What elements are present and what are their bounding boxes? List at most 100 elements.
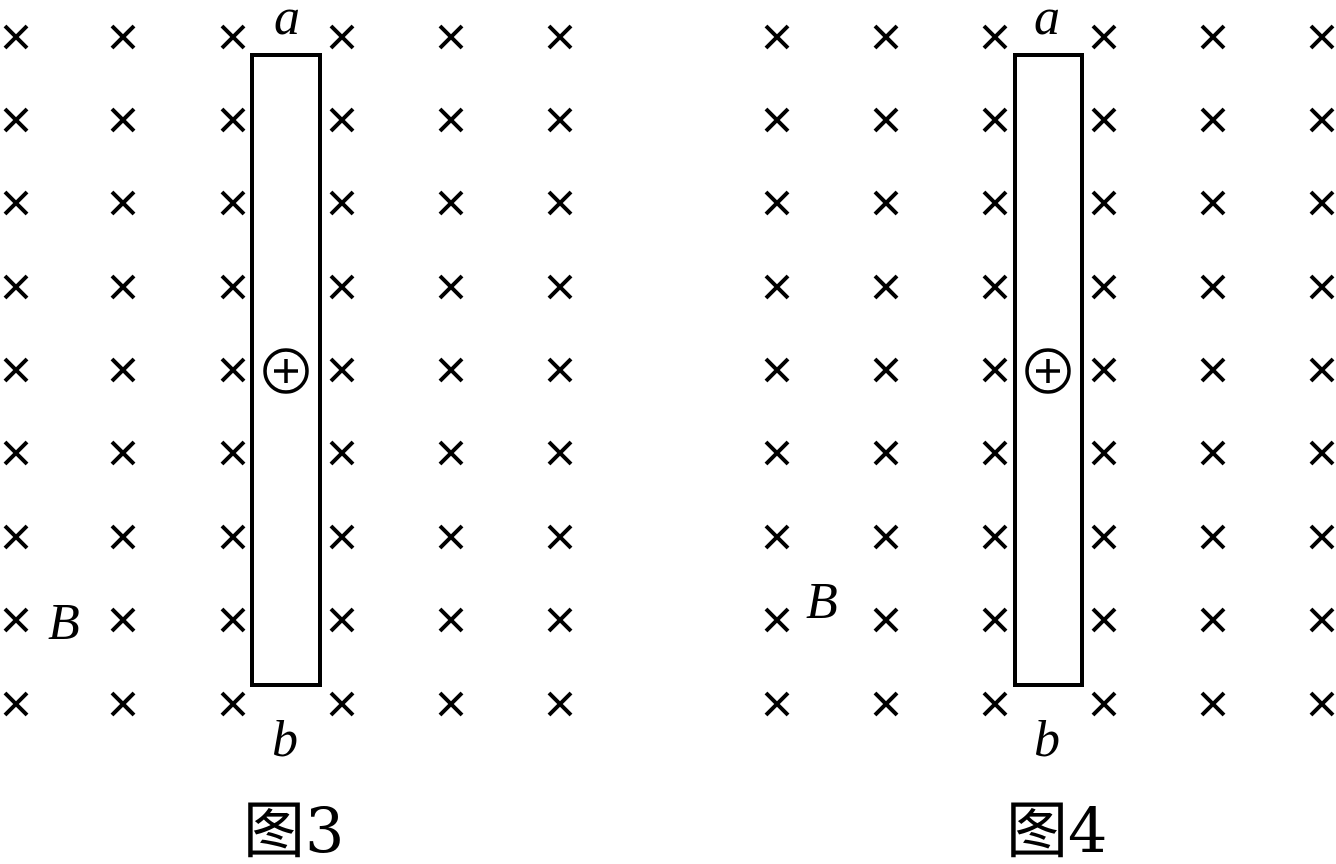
- cross-icon: [1309, 190, 1335, 216]
- label-a: a: [274, 0, 300, 46]
- cross-icon: [220, 190, 246, 216]
- cross-icon: [329, 607, 355, 633]
- cross-icon: [547, 24, 573, 50]
- cross-icon: [1091, 607, 1117, 633]
- cross-icon: [873, 524, 899, 550]
- magnetic-field-grid: [764, 24, 1335, 717]
- cross-icon: [329, 440, 355, 466]
- cross-icon: [220, 524, 246, 550]
- cross-icon: [1091, 440, 1117, 466]
- cross-icon: [110, 24, 136, 50]
- cross-icon: [438, 107, 464, 133]
- cross-icon: [873, 440, 899, 466]
- cross-icon: [220, 107, 246, 133]
- cross-icon: [982, 107, 1008, 133]
- cross-icon: [3, 24, 29, 50]
- label-a: a: [1034, 0, 1060, 46]
- cross-icon: [329, 190, 355, 216]
- cross-icon: [220, 357, 246, 383]
- cross-icon: [547, 190, 573, 216]
- cross-icon: [3, 440, 29, 466]
- label-b: b: [1034, 711, 1060, 768]
- cross-icon: [438, 274, 464, 300]
- cross-icon: [110, 357, 136, 383]
- cross-icon: [873, 691, 899, 717]
- magnetic-field-grid: [3, 24, 573, 717]
- cross-icon: [1309, 524, 1335, 550]
- cross-icon: [1309, 274, 1335, 300]
- cross-icon: [220, 440, 246, 466]
- cross-icon: [1309, 24, 1335, 50]
- cross-icon: [438, 440, 464, 466]
- cross-icon: [547, 691, 573, 717]
- cross-icon: [110, 107, 136, 133]
- cross-icon: [764, 107, 790, 133]
- cross-icon: [329, 24, 355, 50]
- cross-icon: [764, 274, 790, 300]
- cross-icon: [220, 691, 246, 717]
- cross-icon: [764, 607, 790, 633]
- cross-icon: [110, 524, 136, 550]
- cross-icon: [3, 190, 29, 216]
- cross-icon: [3, 607, 29, 633]
- cross-icon: [982, 357, 1008, 383]
- cross-icon: [1200, 24, 1226, 50]
- cross-icon: [329, 691, 355, 717]
- cross-icon: [764, 24, 790, 50]
- cross-icon: [873, 274, 899, 300]
- conducting-bar: [1013, 53, 1084, 687]
- cross-icon: [438, 691, 464, 717]
- cross-icon: [982, 607, 1008, 633]
- cross-icon: [547, 107, 573, 133]
- cross-icon: [1200, 274, 1226, 300]
- cross-icon: [1091, 107, 1117, 133]
- cross-icon: [1309, 357, 1335, 383]
- cross-icon: [764, 357, 790, 383]
- cross-icon: [1091, 24, 1117, 50]
- cross-icon: [982, 440, 1008, 466]
- field-label-B: B: [48, 594, 80, 651]
- cross-icon: [329, 524, 355, 550]
- cross-icon: [547, 357, 573, 383]
- cross-icon: [873, 107, 899, 133]
- positive-charge-icon: [263, 348, 309, 394]
- cross-icon: [982, 274, 1008, 300]
- cross-icon: [873, 190, 899, 216]
- figure-3: a b B 图3: [3, 0, 573, 864]
- cross-icon: [110, 274, 136, 300]
- cross-icon: [547, 607, 573, 633]
- cross-icon: [982, 691, 1008, 717]
- cross-icon: [873, 357, 899, 383]
- cross-icon: [438, 524, 464, 550]
- cross-icon: [438, 190, 464, 216]
- cross-icon: [1200, 107, 1226, 133]
- cross-icon: [1200, 691, 1226, 717]
- cross-icon: [547, 524, 573, 550]
- cross-icon: [982, 190, 1008, 216]
- cross-icon: [329, 274, 355, 300]
- cross-icon: [982, 24, 1008, 50]
- cross-icon: [1309, 107, 1335, 133]
- cross-icon: [220, 24, 246, 50]
- cross-icon: [873, 24, 899, 50]
- cross-icon: [110, 440, 136, 466]
- cross-icon: [1309, 440, 1335, 466]
- cross-icon: [3, 357, 29, 383]
- cross-icon: [764, 440, 790, 466]
- cross-icon: [329, 357, 355, 383]
- cross-icon: [438, 357, 464, 383]
- cross-icon: [1200, 357, 1226, 383]
- figure-caption: 图4: [1006, 794, 1107, 864]
- cross-icon: [3, 274, 29, 300]
- cross-icon: [3, 107, 29, 133]
- cross-icon: [873, 607, 899, 633]
- cross-icon: [438, 24, 464, 50]
- cross-icon: [1091, 274, 1117, 300]
- figure-4: a b B 图4: [764, 0, 1335, 864]
- cross-icon: [1091, 357, 1117, 383]
- cross-icon: [764, 190, 790, 216]
- cross-icon: [3, 691, 29, 717]
- positive-charge-icon: [1025, 348, 1071, 394]
- cross-icon: [764, 524, 790, 550]
